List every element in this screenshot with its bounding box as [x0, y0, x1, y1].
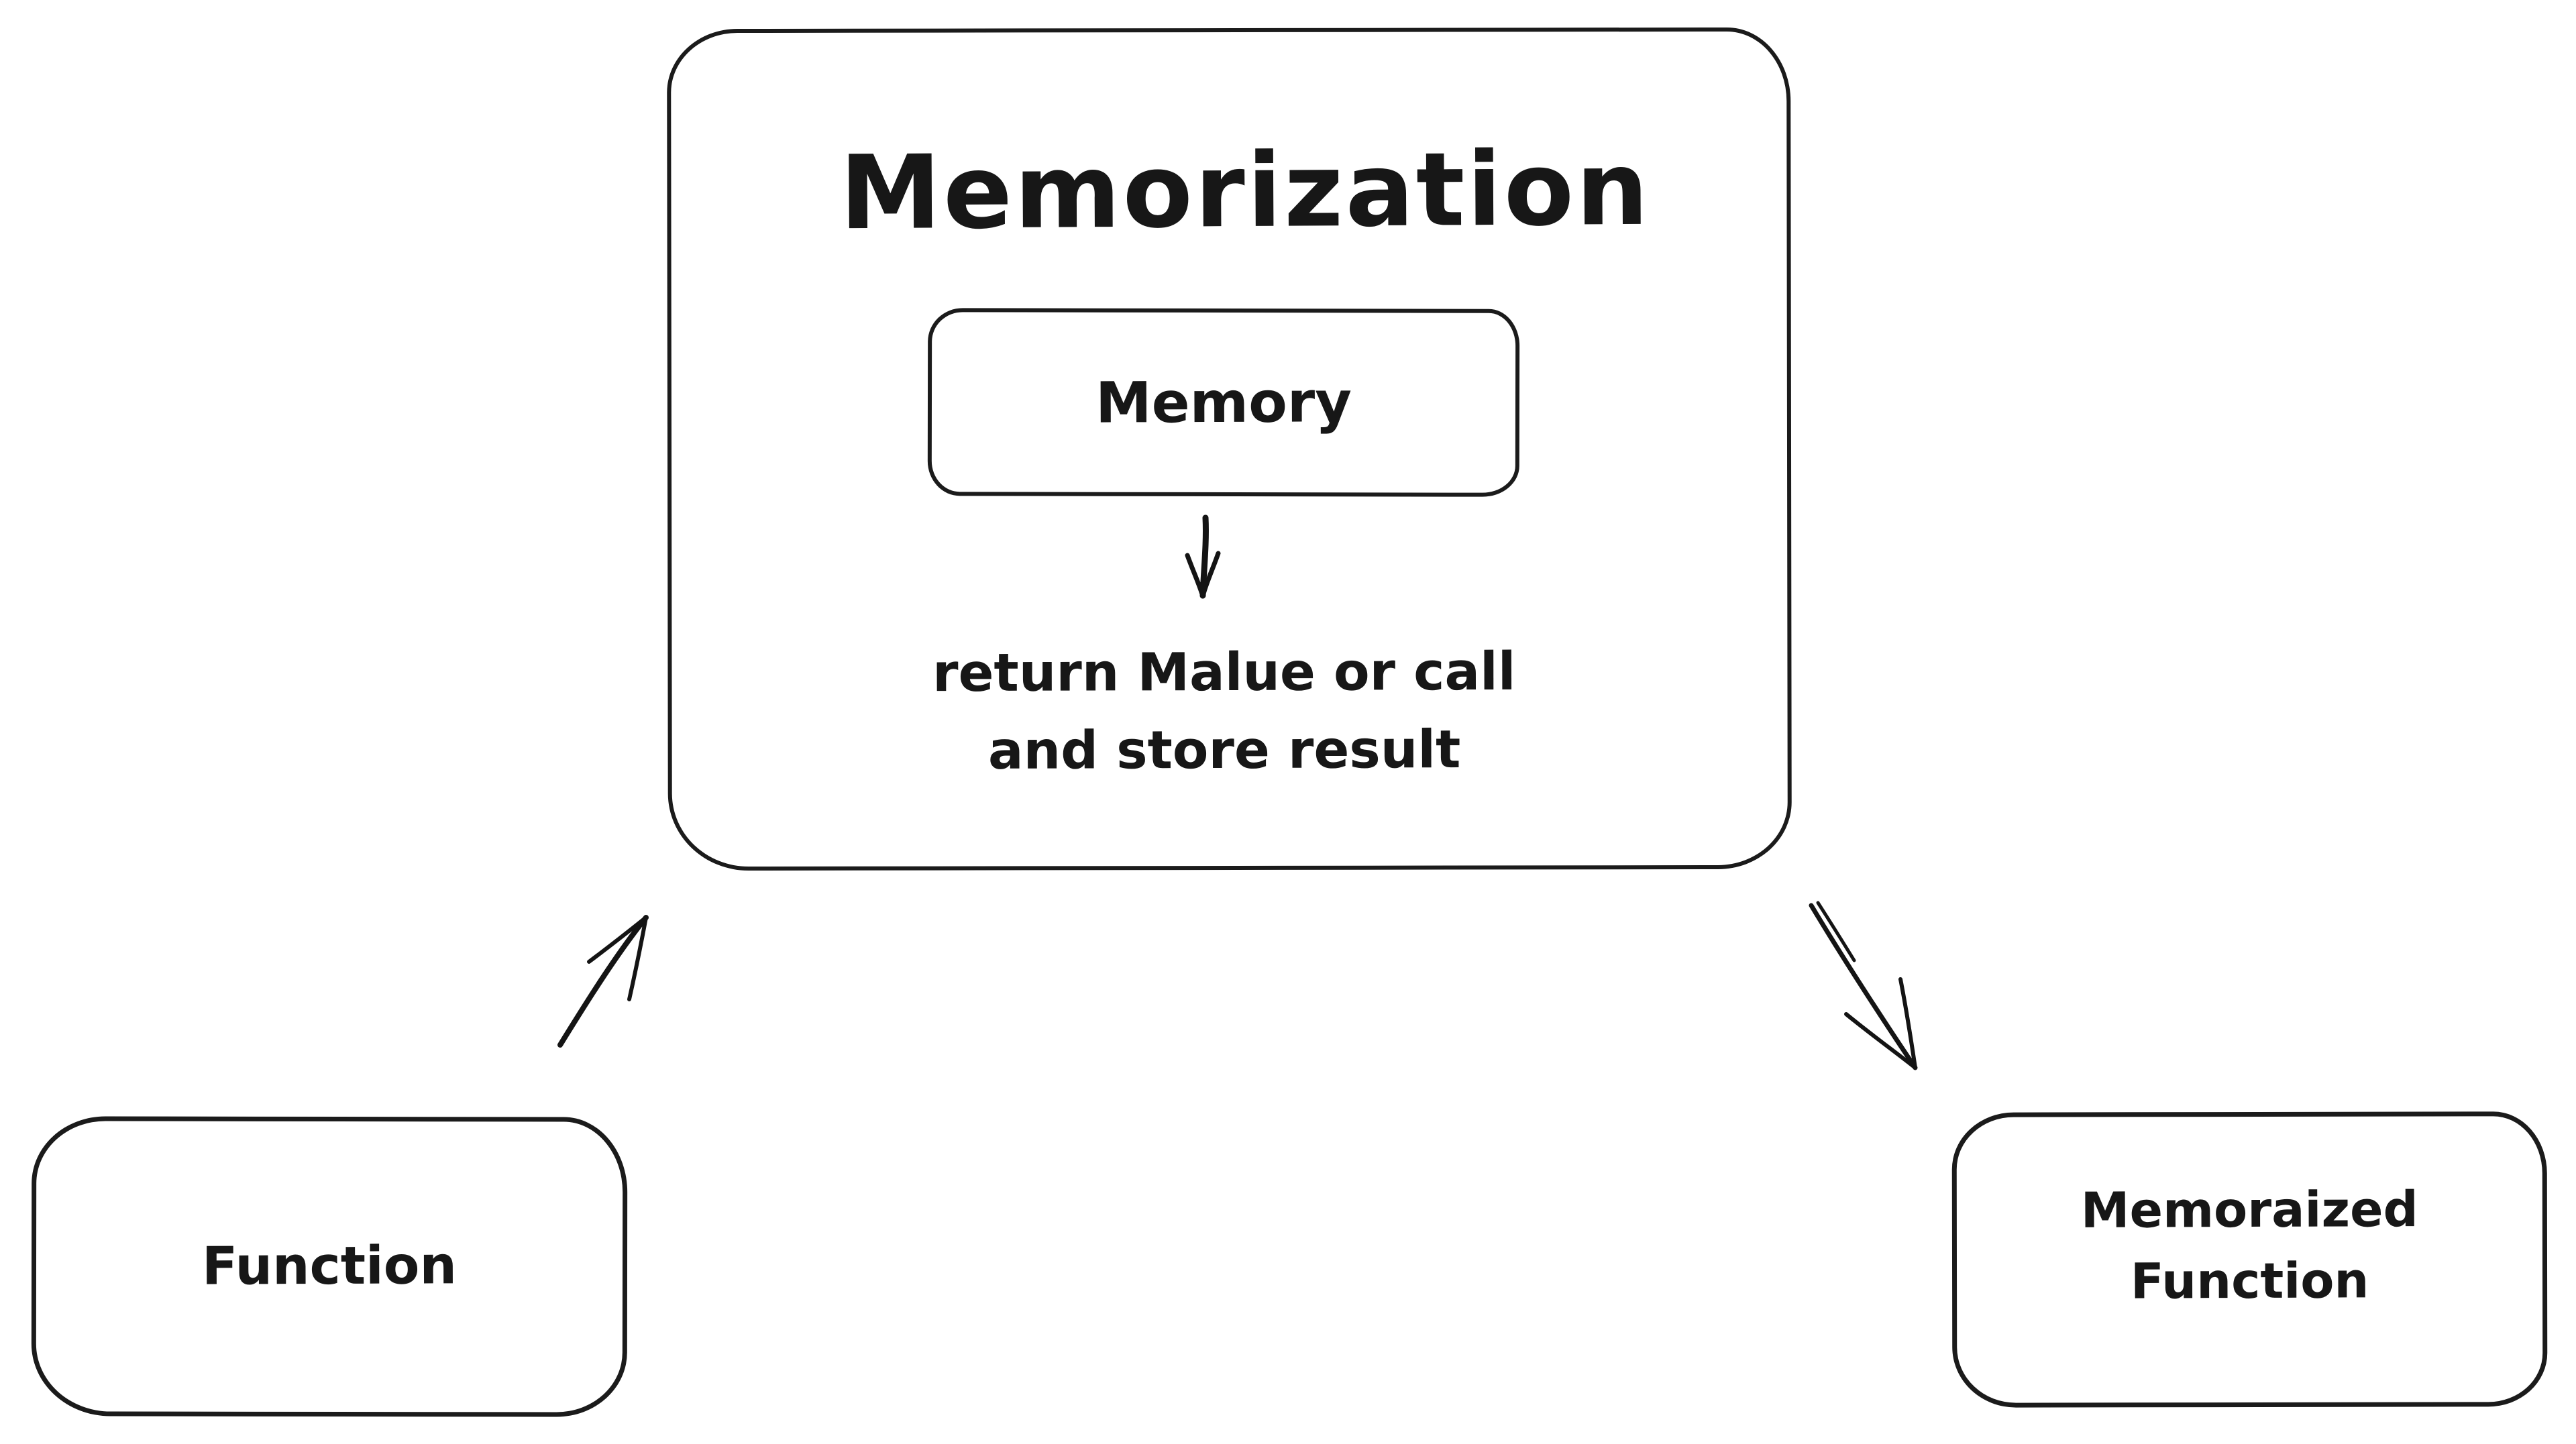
memorization-title: Memorization: [839, 129, 1651, 253]
down-right-arrow-icon: [1809, 901, 1918, 1070]
memoized-function-label: Memoraized Function: [1952, 1174, 2548, 1318]
memory-note-line1: return Malue or call: [932, 641, 1516, 704]
memory-note: return Malue or call and store result: [912, 633, 1537, 790]
memoized-function-label-line2: Function: [2130, 1252, 2369, 1311]
function-label: Function: [201, 1235, 458, 1297]
memory-note-line2: and store result: [987, 720, 1461, 781]
up-right-arrow-icon: [557, 915, 649, 1048]
memoized-function-label-line1: Memoraized: [2080, 1181, 2418, 1239]
memory-label: Memory: [1095, 369, 1352, 436]
